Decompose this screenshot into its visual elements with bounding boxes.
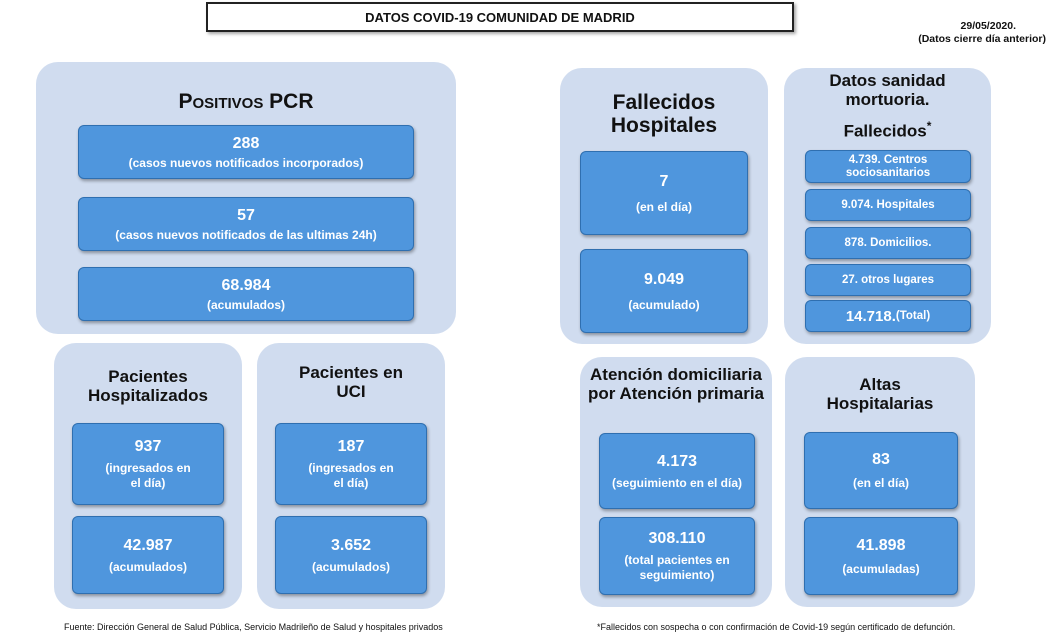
report-date: 29/05/2020. (Datos cierre día anterior)	[888, 20, 1046, 46]
card-fallecidos-acumulado: 9.049 (acumulado)	[580, 249, 748, 333]
card-altas-acumuladas: 41.898 (acumuladas)	[804, 517, 958, 595]
card-desc: (ingresados en el día)	[105, 461, 191, 490]
panel-subtitle-fallecidos: Fallecidos*	[784, 119, 991, 141]
asterisk-mark: *	[926, 119, 932, 133]
panel-atencion-domiciliaria: Atención domiciliaria por Atención prima…	[580, 357, 772, 607]
card-value: 83	[872, 451, 890, 468]
card-value: 57	[237, 206, 255, 224]
panel-title-fallecidos-hospitales: Fallecidos Hospitales	[610, 91, 718, 137]
item-text: 878. Domicilios.	[844, 236, 932, 249]
panel-title-altas: Altas Hospitalarias	[826, 375, 934, 414]
panel-positivos-pcr: Positivos PCR 288 (casos nuevos notifica…	[36, 62, 456, 334]
date-note: (Datos cierre día anterior)	[918, 33, 1046, 45]
card-desc: (casos nuevos notificados de las ultimas…	[115, 227, 377, 242]
date-value: 29/05/2020.	[960, 20, 1016, 32]
card-desc: (en el día)	[635, 199, 692, 214]
item-text: 4.739. Centros sociosanitarios	[845, 153, 931, 179]
card-desc: (ingresados en el día)	[308, 461, 394, 490]
mortuoria-item-sociosanitarios: 4.739. Centros sociosanitarios	[805, 150, 971, 183]
panel-title-uci: Pacientes en UCI	[299, 363, 403, 402]
panel-title-atencion-domiciliaria: Atención domiciliaria por Atención prima…	[587, 365, 764, 404]
page-title: DATOS COVID-19 COMUNIDAD DE MADRID	[206, 2, 794, 32]
total-value: 14.718.	[845, 307, 896, 325]
card-desc: (acumulados)	[206, 297, 285, 312]
panel-title-hospitalizados: Pacientes Hospitalizados	[88, 367, 208, 406]
card-altas-dia: 83 (en el día)	[804, 432, 958, 509]
card-atencion-dia: 4.173 (seguimiento en el día)	[599, 433, 755, 509]
card-value: 4.173	[656, 452, 698, 470]
card-pcr-acumulados: 68.984 (acumulados)	[78, 267, 414, 321]
card-desc: (acumulados)	[311, 559, 390, 574]
card-desc: (seguimiento en el día)	[611, 475, 743, 490]
card-value: 308.110	[648, 530, 706, 547]
card-pcr-24h: 57 (casos nuevos notificados de las ulti…	[78, 197, 414, 251]
card-value: 7	[659, 172, 669, 190]
card-desc: (en el día)	[852, 476, 909, 490]
footer-note: *Fallecidos con sospecha o con confirmac…	[597, 622, 956, 632]
card-value: 288	[232, 134, 260, 152]
panel-title-mortuoria: Datos sanidad mortuoria.	[829, 71, 946, 110]
mortuoria-item-otros: 27. otros lugares	[805, 264, 971, 296]
card-value: 41.898	[856, 536, 906, 554]
card-uci-dia: 187 (ingresados en el día)	[275, 423, 427, 505]
card-value: 42.987	[123, 536, 173, 554]
card-value: 937	[134, 438, 162, 455]
item-text: 27. otros lugares	[841, 273, 935, 286]
card-value: 187	[337, 438, 365, 455]
card-value: 3.652	[330, 536, 372, 554]
total-label: (Total)	[895, 310, 931, 322]
mortuoria-total: 14.718.(Total)	[805, 300, 971, 332]
card-value: 68.984	[221, 276, 271, 294]
card-value: 9.049	[643, 270, 685, 288]
panel-uci: Pacientes en UCI 187 (ingresados en el d…	[257, 343, 445, 609]
mortuoria-item-hospitales: 9.074. Hospitales	[805, 189, 971, 221]
panel-fallecidos-hospitales: Fallecidos Hospitales 7 (en el día) 9.04…	[560, 68, 768, 344]
panel-mortuoria: Datos sanidad mortuoria. Fallecidos* 4.7…	[784, 68, 991, 344]
card-atencion-total: 308.110 (total pacientes en seguimiento)	[599, 517, 755, 595]
card-desc: (acumulado)	[628, 297, 700, 312]
mortuoria-item-domicilios: 878. Domicilios.	[805, 227, 971, 259]
card-pcr-nuevos: 288 (casos nuevos notificados incorporad…	[78, 125, 414, 179]
card-desc: (acumulados)	[108, 559, 187, 574]
subtitle-text: Fallecidos	[843, 121, 927, 141]
card-desc: (acumuladas)	[842, 561, 920, 576]
card-fallecidos-dia: 7 (en el día)	[580, 151, 748, 235]
card-uci-acumulados: 3.652 (acumulados)	[275, 516, 427, 594]
card-desc: (total pacientes en seguimiento)	[624, 553, 730, 582]
footer-source: Fuente: Dirección General de Salud Públi…	[64, 622, 443, 632]
card-hosp-dia: 937 (ingresados en el día)	[72, 423, 224, 505]
panel-altas: Altas Hospitalarias 83 (en el día) 41.89…	[785, 357, 975, 607]
card-hosp-acumulados: 42.987 (acumulados)	[72, 516, 224, 594]
item-text: 9.074. Hospitales	[841, 198, 935, 211]
card-desc: (casos nuevos notificados incorporados)	[128, 155, 364, 170]
panel-title-positivos-pcr: Positivos PCR	[178, 90, 314, 113]
panel-hospitalizados: Pacientes Hospitalizados 937 (ingresados…	[54, 343, 242, 609]
